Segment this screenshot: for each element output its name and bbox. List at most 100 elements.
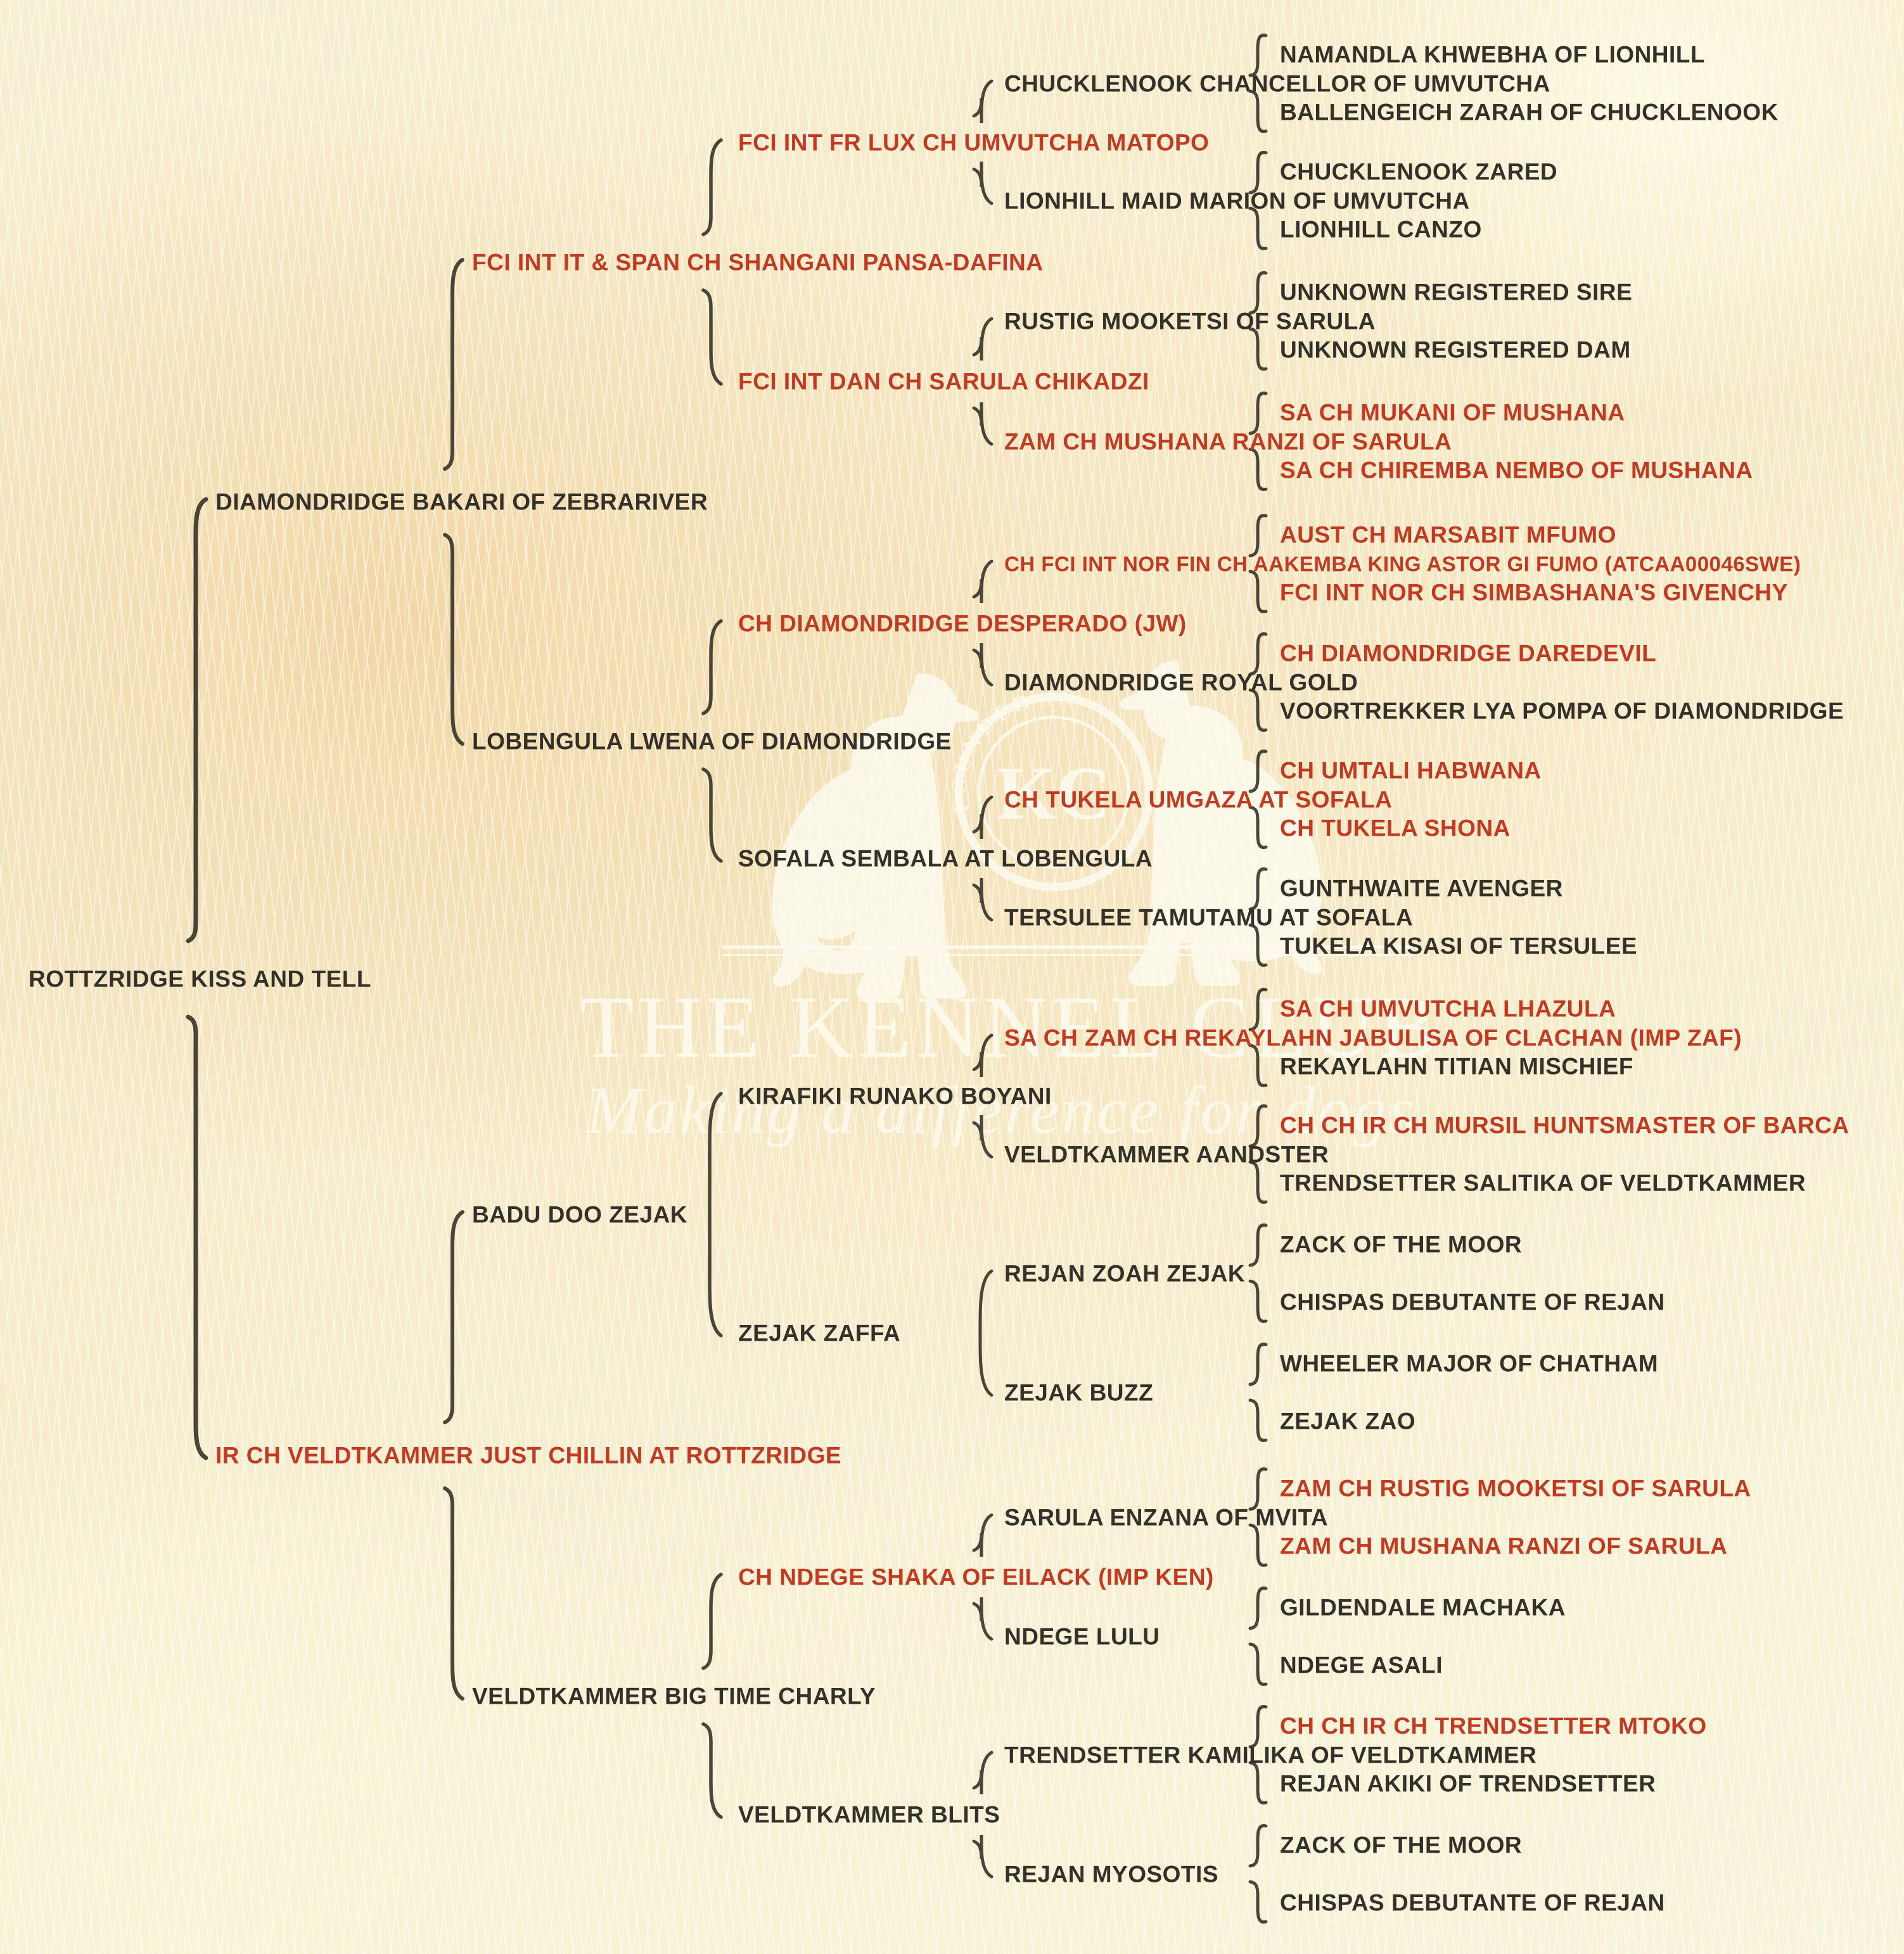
sire-bracket-glyph-12 <box>1248 1343 1268 1386</box>
pedigree-node-gen6-30-label: REJAN AKIKI OF TRENDSETTER <box>1280 1770 1656 1797</box>
watermark-left-dog-icon <box>772 673 979 999</box>
pair-bracket-gen3-1-lower <box>443 533 464 746</box>
pedigree-node-gen6-11-label: CH DIAMONDRIDGE DAREDEVIL <box>1280 640 1657 667</box>
pedigree-node-gen6-24-label: ZEJAK ZAO <box>1280 1408 1416 1434</box>
pair-bracket-gen4-4-lower <box>701 1722 723 1819</box>
pedigree-node-gen4-2-label: FCI INT DAN CH SARULA CHIKADZI <box>738 368 1149 395</box>
pedigree-node-gen6-12-label: VOORTREKKER LYA POMPA OF DIAMONDRIDGE <box>1280 698 1844 724</box>
dam-bracket-glyph-16 <box>1248 1880 1268 1924</box>
pedigree-node-gen6-19-label: CH CH IR CH MURSIL HUNTSMASTER OF BARCA <box>1280 1112 1850 1139</box>
pair-bracket-gen4-1-upper <box>701 138 723 236</box>
pedigree-node-gen6-22-label: CHISPAS DEBUTANTE OF REJAN <box>1280 1289 1665 1315</box>
sire-bracket-glyph-4 <box>1248 392 1268 435</box>
pedigree-node-gen2-1-label: DIAMONDRIDGE BAKARI OF ZEBRARIVER <box>215 488 708 515</box>
roundel-kc-monogram: KC <box>997 751 1111 835</box>
sire-bracket-glyph-15 <box>1248 1705 1268 1749</box>
dam-bracket-glyph-9 <box>1248 1044 1268 1087</box>
pedigree-node-gen1-1-label: ROTTZRIDGE KISS AND TELL <box>29 966 371 992</box>
dam-bracket-glyph-2 <box>1248 207 1268 250</box>
dam-bracket-glyph-14 <box>1248 1642 1268 1686</box>
pair-bracket-gen3-1-upper <box>443 258 464 471</box>
sire-bracket-glyph-9 <box>1248 988 1268 1031</box>
pedigree-node-gen4-5-label: KIRAFIKI RUNAKO BOYANI <box>738 1083 1052 1109</box>
dam-bracket-glyph-13 <box>1248 1523 1268 1567</box>
pedigree-node-gen5-9-label: SA CH ZAM CH REKAYLAHN JABULISA OF CLACH… <box>1004 1025 1742 1051</box>
pair-bracket-gen5-7-upper <box>972 1513 994 1557</box>
pair-bracket-gen5-7-lower <box>972 1597 994 1641</box>
pedigree-node-gen6-10-label: FCI INT NOR CH SIMBASHANA'S GIVENCHY <box>1280 579 1788 606</box>
pair-bracket-gen4-2-lower <box>701 767 723 863</box>
pair-bracket-gen3-2-lower <box>443 1486 464 1701</box>
pedigree-node-gen6-26-label: ZAM CH MUSHANA RANZI OF SARULA <box>1280 1533 1728 1559</box>
sire-bracket-glyph-7 <box>1248 750 1268 793</box>
dam-bracket-glyph-12 <box>1248 1398 1268 1442</box>
pair-bracket-gen2-upper <box>186 497 208 943</box>
pair-bracket-gen5-3-lower <box>972 642 994 687</box>
dam-bracket-glyph-5 <box>1248 570 1268 613</box>
sire-bracket-glyph-2 <box>1248 151 1268 195</box>
pair-bracket-gen5-1-lower <box>972 161 994 205</box>
sire-bracket-glyph-8 <box>1248 867 1268 911</box>
watermark-tagline: Making a difference for dogs <box>585 1073 1417 1147</box>
watermark-title: THE KENNEL CLUB <box>580 978 1441 1076</box>
pair-bracket-gen5-6 <box>978 1269 994 1397</box>
pair-bracket-gen5-5-upper <box>972 1033 994 1078</box>
pair-bracket-gen3-2-upper <box>443 1210 464 1424</box>
dam-bracket-glyph-1 <box>1248 89 1268 133</box>
pair-bracket-gen5-5-lower <box>972 1114 994 1159</box>
pedigree-node-gen6-25-label: ZAM CH RUSTIG MOOKETSI OF SARULA <box>1280 1475 1751 1502</box>
pedigree-node-gen6-9-label: AUST CH MARSABIT MFUMO <box>1280 521 1617 548</box>
pedigree-node-gen5-5-label: CH FCI INT NOR FIN CH AAKEMBA KING ASTOR… <box>1004 552 1801 576</box>
watermark-rule-bottom <box>722 954 1413 956</box>
sire-bracket-glyph-3 <box>1248 271 1268 315</box>
pedigree-node-gen6-4-label: LIONHILL CANZO <box>1280 216 1482 243</box>
pedigree-node-gen6-8-label: SA CH CHIREMBA NEMBO OF MUSHANA <box>1280 457 1753 483</box>
pedigree-node-gen5-15-label: TRENDSETTER KAMILIKA OF VELDTKAMMER <box>1004 1742 1537 1768</box>
pedigree-node-gen5-3-label: RUSTIG MOOKETSI OF SARULA <box>1004 308 1376 335</box>
pair-bracket-gen5-2-lower <box>972 402 994 446</box>
dam-bracket-glyph-10 <box>1248 1160 1268 1204</box>
pedigree-node-gen3-3-label: BADU DOO ZEJAK <box>472 1201 688 1228</box>
pair-bracket-gen5-1-upper <box>972 79 994 124</box>
pair-bracket-gen5-4-lower <box>972 878 994 922</box>
pedigree-node-gen6-6-label: UNKNOWN REGISTERED DAM <box>1280 336 1631 363</box>
pedigree-node-gen6-27-label: GILDENDALE MACHAKA <box>1280 1594 1566 1621</box>
pedigree-node-gen5-11-label: REJAN ZOAH ZEJAK <box>1004 1260 1246 1287</box>
sire-bracket-glyph-6 <box>1248 632 1268 676</box>
pedigree-node-gen5-4-label: ZAM CH MUSHANA RANZI OF SARULA <box>1004 428 1452 455</box>
pedigree-node-gen6-28-label: NDEGE ASALI <box>1280 1652 1443 1678</box>
pedigree-node-gen6-5-label: UNKNOWN REGISTERED SIRE <box>1280 279 1633 305</box>
pedigree-node-gen5-6-label: DIAMONDRIDGE ROYAL GOLD <box>1004 669 1358 696</box>
registered-trademark-icon: R <box>1162 680 1172 697</box>
sire-bracket-glyph-10 <box>1248 1104 1268 1148</box>
pedigree-node-gen5-14-label: NDEGE LULU <box>1004 1623 1160 1650</box>
pedigree-node-gen3-2-label: LOBENGULA LWENA OF DIAMONDRIDGE <box>472 728 952 755</box>
pedigree-node-gen4-1-label: FCI INT FR LUX CH UMVUTCHA MATOPO <box>738 129 1210 156</box>
dam-bracket-glyph-6 <box>1248 688 1268 732</box>
dam-bracket-glyph-3 <box>1248 327 1268 371</box>
watermark-right-dog-icon <box>1120 660 1322 986</box>
pedigree-node-gen6-20-label: TRENDSETTER SALITIKA OF VELDTKAMMER <box>1280 1170 1806 1196</box>
pedigree-node-gen6-14-label: CH TUKELA SHONA <box>1280 815 1511 841</box>
pedigree-node-gen5-7-label: CH TUKELA UMGAZA AT SOFALA <box>1004 786 1393 813</box>
pedigree-node-gen4-6-label: ZEJAK ZAFFA <box>738 1320 901 1346</box>
pedigree-node-gen4-4-label: SOFALA SEMBALA AT LOBENGULA <box>738 845 1153 872</box>
pedigree-node-gen6-1-label: NAMANDLA KHWEBHA OF LIONHILL <box>1280 41 1706 68</box>
pair-bracket-gen4-2-upper <box>701 619 723 715</box>
pedigree-node-gen6-17-label: SA CH UMVUTCHA LHAZULA <box>1280 995 1616 1022</box>
pedigree-node-gen6-32-label: CHISPAS DEBUTANTE OF REJAN <box>1280 1889 1665 1916</box>
pedigree-node-gen5-1-label: CHUCKLENOOK CHANCELLOR OF UMVUTCHA <box>1004 70 1550 97</box>
pedigree-node-gen5-12-label: ZEJAK BUZZ <box>1004 1379 1154 1406</box>
pedigree-node-gen3-1-label: FCI INT IT & SPAN CH SHANGANI PANSA-DAFI… <box>472 249 1044 276</box>
pedigree-node-gen5-10-label: VELDTKAMMER AANDSTER <box>1004 1141 1329 1168</box>
pedigree-node-gen6-15-label: GUNTHWAITE AVENGER <box>1280 875 1563 902</box>
sire-bracket-glyph-1 <box>1248 34 1268 77</box>
dam-bracket-glyph-4 <box>1248 447 1268 491</box>
pedigree-node-gen6-18-label: REKAYLAHN TITIAN MISCHIEF <box>1280 1053 1633 1080</box>
watermark-rule-top <box>722 945 1413 949</box>
pedigree-node-gen5-2-label: LIONHILL MAID MARION OF UMVUTCHA <box>1004 188 1470 214</box>
dam-bracket-glyph-15 <box>1248 1761 1268 1804</box>
pedigree-node-gen6-7-label: SA CH MUKANI OF MUSHANA <box>1280 399 1625 426</box>
